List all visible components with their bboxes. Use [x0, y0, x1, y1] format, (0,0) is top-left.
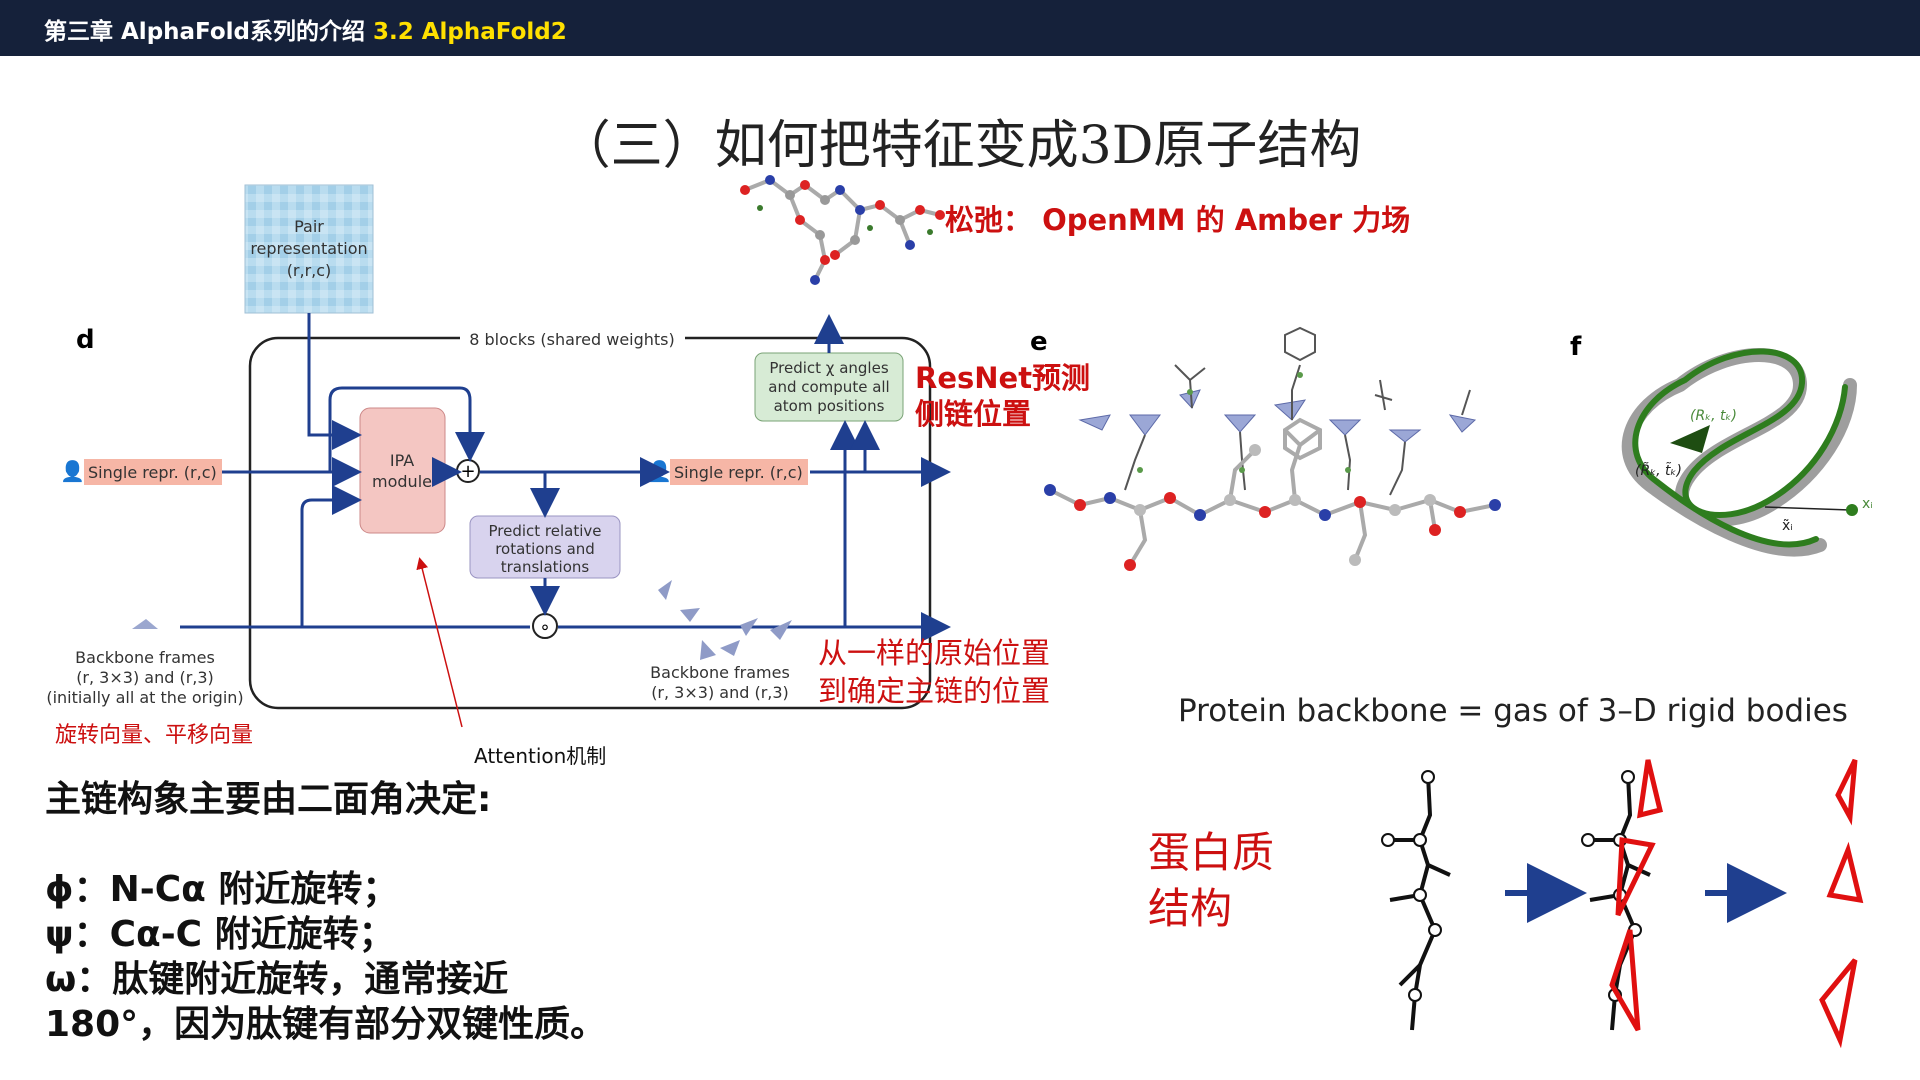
- rotation-translation-annotation: 旋转向量、平移向量: [55, 723, 254, 748]
- uniform-position-annotation: 从一样的原始位置 到确定主链的位置: [818, 634, 1050, 710]
- protein-structure-line2: 结构: [1148, 884, 1233, 933]
- uniform-line1: 从一样的原始位置: [818, 636, 1051, 670]
- predict-rt-line3: translations: [501, 558, 590, 576]
- person-icon-in: 👤: [60, 459, 85, 483]
- chapter-title: 第三章 AlphaFold系列的介绍: [44, 19, 365, 45]
- backbone-in-line3: (initially all at the origin): [46, 688, 243, 707]
- psi-note: ψ：Cα-C 附近旋转；: [45, 914, 395, 955]
- resnet-annotation: ResNet预测 侧链位置: [915, 360, 1090, 432]
- backbone-in-line1: Backbone frames: [75, 648, 215, 667]
- frame-label-top: (Rₖ, tₖ): [1690, 408, 1737, 424]
- header-bar: 第三章 AlphaFold系列的介绍 3.2 AlphaFold2: [0, 0, 1920, 56]
- dihedral-heading: 主链构象主要由二面角决定:: [45, 779, 492, 820]
- side-chain-panel: e: [1030, 326, 1501, 571]
- protein-structure-label: 蛋白质 结构: [1148, 825, 1274, 937]
- backbone-to-triangles-schematic: [1381, 758, 1864, 1049]
- structure-module-diagram: d Pair representation (r,r,c) 8 blocks (…: [46, 184, 951, 728]
- backbone-out-line1: Backbone frames: [650, 663, 790, 682]
- pair-repr-line3: (r,r,c): [287, 261, 332, 280]
- pair-repr-line2: representation: [250, 239, 367, 258]
- relaxed-protein-image: [740, 175, 945, 285]
- relax-annotation: 松弛： OpenMM 的 Amber 力场: [945, 203, 1411, 237]
- omega-note: ω：肽键附近旋转，通常接近: [45, 959, 509, 1000]
- panel-d-letter: d: [76, 325, 95, 355]
- single-repr-in-box: [84, 459, 222, 485]
- frame-triangle-icon: [132, 619, 158, 629]
- attention-annotation: Attention机制: [474, 744, 607, 768]
- uniform-line2: 到确定主链的位置: [818, 674, 1051, 708]
- dihedral-notes: ϕ：N-Cα 附近旋转； ψ：Cα-C 附近旋转； ω：肽键附近旋转，通常接近 …: [45, 867, 606, 1047]
- single-repr-out-box: [670, 459, 808, 485]
- plus-symbol: +: [460, 461, 475, 482]
- x-tilde-label: x̃ᵢ: [1782, 518, 1793, 534]
- frame-label-bottom: (R̃ₖ, t̃ₖ): [1635, 462, 1682, 479]
- omega-note-cont: 180°，因为肽键有部分双键性质。: [45, 1004, 607, 1045]
- attention-pointer: [416, 557, 463, 728]
- x-label: xᵢ: [1862, 496, 1873, 512]
- flow-arrows: [180, 313, 951, 642]
- predict-rt-line2: rotations and: [495, 540, 595, 558]
- pair-repr-line1: Pair: [294, 217, 324, 236]
- section-title: 3.2 AlphaFold2: [373, 19, 567, 45]
- blocks-label: 8 blocks (shared weights): [469, 330, 675, 349]
- ipa-module-box: [359, 407, 446, 534]
- predict-angles-line3: atom positions: [774, 397, 885, 415]
- phi-note: ϕ：N-Cα 附近旋转；: [45, 869, 399, 910]
- ipa-line1: IPA: [390, 451, 414, 470]
- gas-caption: Protein backbone = gas of 3–D rigid bodi…: [1178, 693, 1848, 729]
- rigid-body-panel: f (Rₖ, tₖ) (R̃ₖ, t̃ₖ) x̃ᵢ xᵢ: [1570, 332, 1873, 557]
- breadcrumb: 第三章 AlphaFold系列的介绍 3.2 AlphaFold2: [44, 12, 567, 46]
- resnet-line1: ResNet预测: [915, 361, 1091, 395]
- backbone-in-line2: (r, 3×3) and (r,3): [76, 668, 214, 687]
- backbone-out-line2: (r, 3×3) and (r,3): [651, 683, 789, 702]
- panel-f-letter: f: [1570, 332, 1582, 362]
- page-title: （三）如何把特征变成3D原子结构: [558, 116, 1362, 176]
- scattered-frames: [658, 580, 792, 660]
- ipa-line2: module: [372, 472, 432, 491]
- pair-representation-box: [244, 184, 374, 314]
- panel-e-letter: e: [1030, 327, 1048, 357]
- predict-angles-line2: and compute all: [768, 378, 889, 396]
- compose-symbol: ∘: [539, 617, 550, 638]
- predict-angles-line1: Predict χ angles: [769, 359, 888, 377]
- protein-structure-line1: 蛋白质: [1148, 828, 1275, 877]
- predict-rt-line1: Predict relative: [488, 522, 601, 540]
- single-repr-out-label: Single repr. (r,c): [674, 463, 803, 482]
- single-repr-in-label: Single repr. (r,c): [88, 463, 217, 482]
- resnet-line2: 侧链位置: [915, 397, 1032, 431]
